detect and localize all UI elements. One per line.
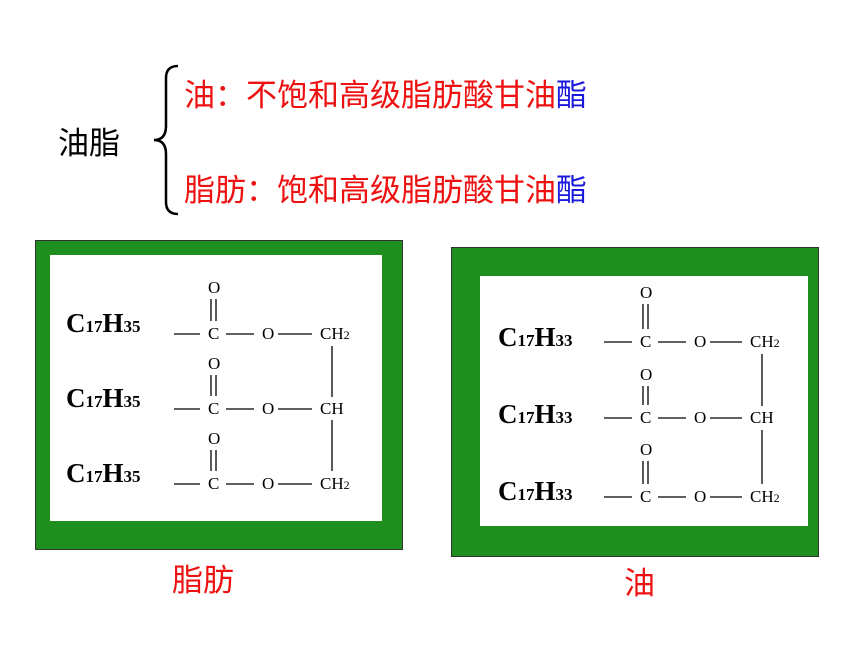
fat-caption: 脂肪 [172, 563, 234, 599]
oil-ch2-top: CH2 [750, 332, 780, 351]
oil-carbonyl-o-2: O [640, 365, 653, 384]
fat-carbonyl-o-2: O [208, 354, 221, 373]
oil-structure-frame: C17H33 O C O CH2 C17H33 O C O CH C17H33 … [451, 247, 819, 557]
fat-carbon-2: C [208, 399, 220, 418]
oil-carbon-3: C [640, 487, 652, 506]
oil-carbon-1: C [640, 332, 652, 351]
fat-definition: 脂肪：饱和高级脂肪酸甘油酯 [184, 165, 587, 210]
fat-carbon-3: C [208, 474, 220, 493]
fat-definition-text: 脂肪：饱和高级脂肪酸甘油 [184, 173, 556, 209]
fat-ester-o-2: O [262, 399, 275, 418]
oil-chain-3: C17H33 [498, 476, 573, 506]
fat-ch2-bottom: CH2 [320, 474, 350, 493]
oil-ch-middle: CH [750, 408, 774, 427]
oil-carbonyl-o-1: O [640, 283, 653, 302]
fat-carbonyl-o-1: O [208, 278, 221, 297]
oil-bond-lines [604, 304, 763, 498]
fat-ch-middle: CH [320, 399, 344, 418]
oil-definition-ester: 酯 [556, 78, 587, 114]
oil-ester-o-2: O [694, 408, 707, 427]
fat-structure-panel: C17H35 O C O CH2 C17H35 O C O CH C17H35 … [50, 255, 382, 521]
oil-definition: 油：不饱和高级脂肪酸甘油酯 [184, 70, 587, 115]
fat-chain-3: C17H35 [66, 458, 141, 488]
oil-carbonyl-o-3: O [640, 440, 653, 459]
fat-definition-ester: 酯 [556, 173, 587, 209]
fat-carbon-1: C [208, 324, 220, 343]
fat-chain-1: C17H35 [66, 308, 141, 338]
fat-structure-frame: C17H35 O C O CH2 C17H35 O C O CH C17H35 … [35, 240, 403, 550]
fat-ch2-top: CH2 [320, 324, 350, 343]
brace-icon [153, 64, 179, 216]
oil-ch2-bottom: CH2 [750, 487, 780, 506]
oil-chain-2: C17H33 [498, 399, 573, 429]
oil-ester-o-1: O [694, 332, 707, 351]
fat-ester-o-1: O [262, 324, 275, 343]
oil-chain-1: C17H33 [498, 322, 573, 352]
oil-carbon-2: C [640, 408, 652, 427]
oil-ester-o-3: O [694, 487, 707, 506]
fat-bond-lines [174, 299, 333, 485]
oil-caption: 油 [624, 566, 655, 602]
fat-carbonyl-o-3: O [208, 429, 221, 448]
term-oils-and-fats: 油脂 [58, 126, 120, 162]
fat-ester-o-3: O [262, 474, 275, 493]
fat-chain-2: C17H35 [66, 383, 141, 413]
oil-structure-panel: C17H33 O C O CH2 C17H33 O C O CH C17H33 … [480, 276, 808, 526]
oil-definition-text: 油：不饱和高级脂肪酸甘油 [184, 78, 556, 114]
